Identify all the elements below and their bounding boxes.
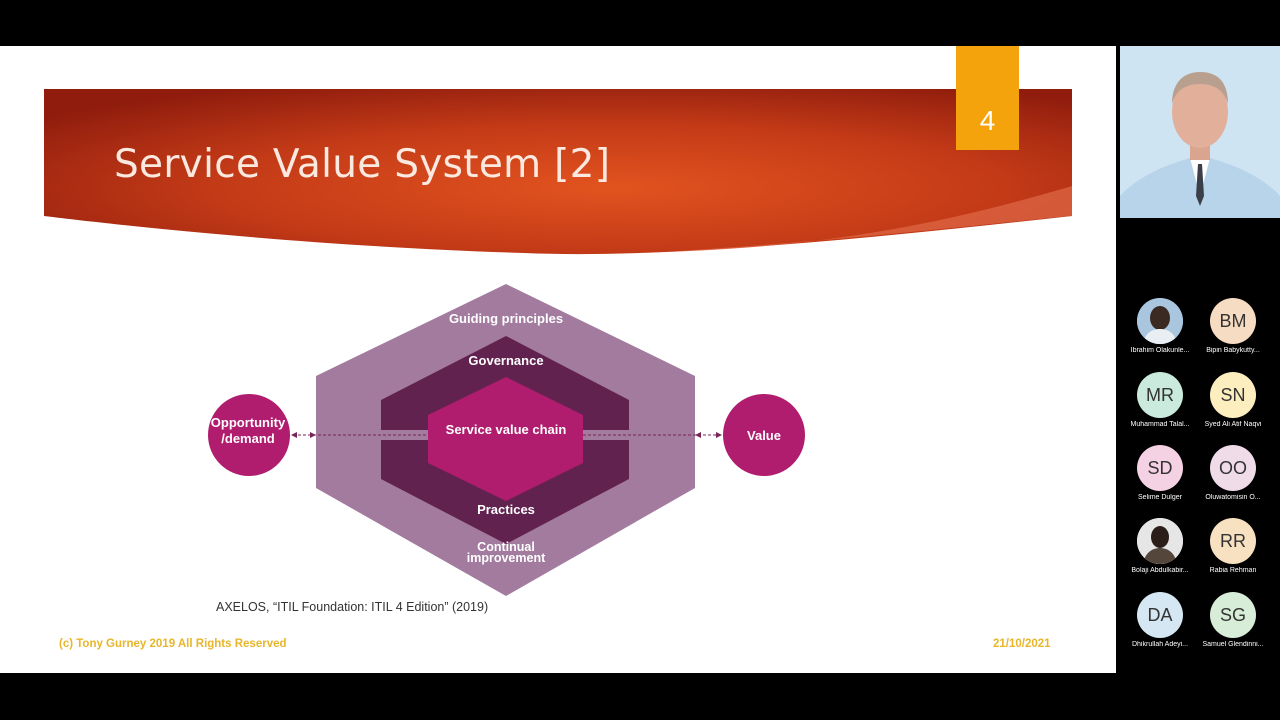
avatar-photo [1137, 518, 1183, 564]
participant-name: Samuel Glendinni... [1202, 641, 1264, 648]
participant-name: Bipin Babykutty... [1206, 347, 1260, 354]
continual-improvement-label-1: Continual [477, 540, 535, 554]
participant-name: Muhammad Talal... [1130, 421, 1190, 428]
avatar: DA [1137, 592, 1183, 638]
governance-label: Governance [468, 353, 543, 368]
opportunity-label-1: Opportunity [211, 415, 286, 430]
avatar [1137, 298, 1183, 344]
avatar: SD [1137, 445, 1183, 491]
opportunity-label-2: /demand [221, 431, 275, 446]
copyright-footer: (c) Tony Gurney 2019 All Rights Reserved [59, 638, 287, 650]
participant-tile[interactable]: Bolaji Abdulkabir... [1124, 518, 1196, 584]
participant-tile[interactable]: MR Muhammad Talal... [1124, 372, 1196, 438]
avatar-photo [1137, 298, 1183, 344]
participant-name: Selime Dulger [1138, 494, 1182, 501]
participant-tile[interactable]: BM Bipin Babykutty... [1197, 298, 1269, 364]
arrow-left-in [310, 432, 316, 438]
participant-tile[interactable]: SD Selime Dulger [1124, 445, 1196, 511]
avatar: MR [1137, 372, 1183, 418]
avatar: SN [1210, 372, 1256, 418]
continual-improvement-label-2: improvement [467, 551, 546, 565]
letterbox-top [0, 0, 1280, 46]
participant-tile[interactable]: OO Oluwatomisin O... [1197, 445, 1269, 511]
avatar: BM [1210, 298, 1256, 344]
slide-number: 4 [956, 46, 1019, 150]
value-circle [723, 394, 805, 476]
participant-name: Bolaji Abdulkabir... [1131, 567, 1189, 574]
value-label: Value [747, 428, 781, 443]
guiding-principles-label: Guiding principles [449, 311, 563, 326]
arrow-left-out [291, 432, 297, 438]
participant-tile[interactable]: Ibrahim Olakunle... [1124, 298, 1196, 364]
avatar: RR [1210, 518, 1256, 564]
avatar: OO [1210, 445, 1256, 491]
title-banner [44, 89, 1072, 255]
avatar: SG [1210, 592, 1256, 638]
presentation-slide: Service Value System [2] 4 Guiding princ… [0, 46, 1116, 673]
arrow-right-in [716, 432, 722, 438]
participant-tile[interactable]: DA Dhikrullah Adeyi... [1124, 592, 1196, 658]
date-footer: 21/10/2021 [993, 638, 1051, 650]
letterbox-bottom [0, 673, 1280, 720]
participant-name: Rabia Rehman [1209, 567, 1257, 574]
service-value-chain-label: Service value chain [446, 422, 567, 437]
participants-panel: Ibrahim Olakunle... BM Bipin Babykutty..… [1116, 46, 1280, 673]
participant-tile[interactable]: RR Rabia Rehman [1197, 518, 1269, 584]
participant-name: Syed Ali Atif Naqvi [1204, 421, 1262, 428]
source-citation: AXELOS, “ITIL Foundation: ITIL 4 Edition… [216, 600, 489, 614]
service-value-system-diagram: Guiding principles Governance Service va… [208, 284, 805, 596]
participant-name: Ibrahim Olakunle... [1130, 347, 1190, 354]
arrow-right-out [695, 432, 701, 438]
service-value-chain-hexagon [428, 377, 583, 501]
participant-name: Oluwatomisin O... [1205, 494, 1261, 501]
participant-tile[interactable]: SG Samuel Glendinni... [1197, 592, 1269, 658]
practices-label: Practices [477, 502, 535, 517]
participant-name: Dhikrullah Adeyi... [1131, 641, 1189, 648]
opportunity-demand-circle [208, 394, 290, 476]
participant-tile[interactable]: SN Syed Ali Atif Naqvi [1197, 372, 1269, 438]
speaker-video[interactable] [1120, 46, 1280, 218]
speaker-silhouette [1120, 46, 1280, 218]
avatar [1137, 518, 1183, 564]
slide-title: Service Value System [2] [114, 142, 611, 187]
